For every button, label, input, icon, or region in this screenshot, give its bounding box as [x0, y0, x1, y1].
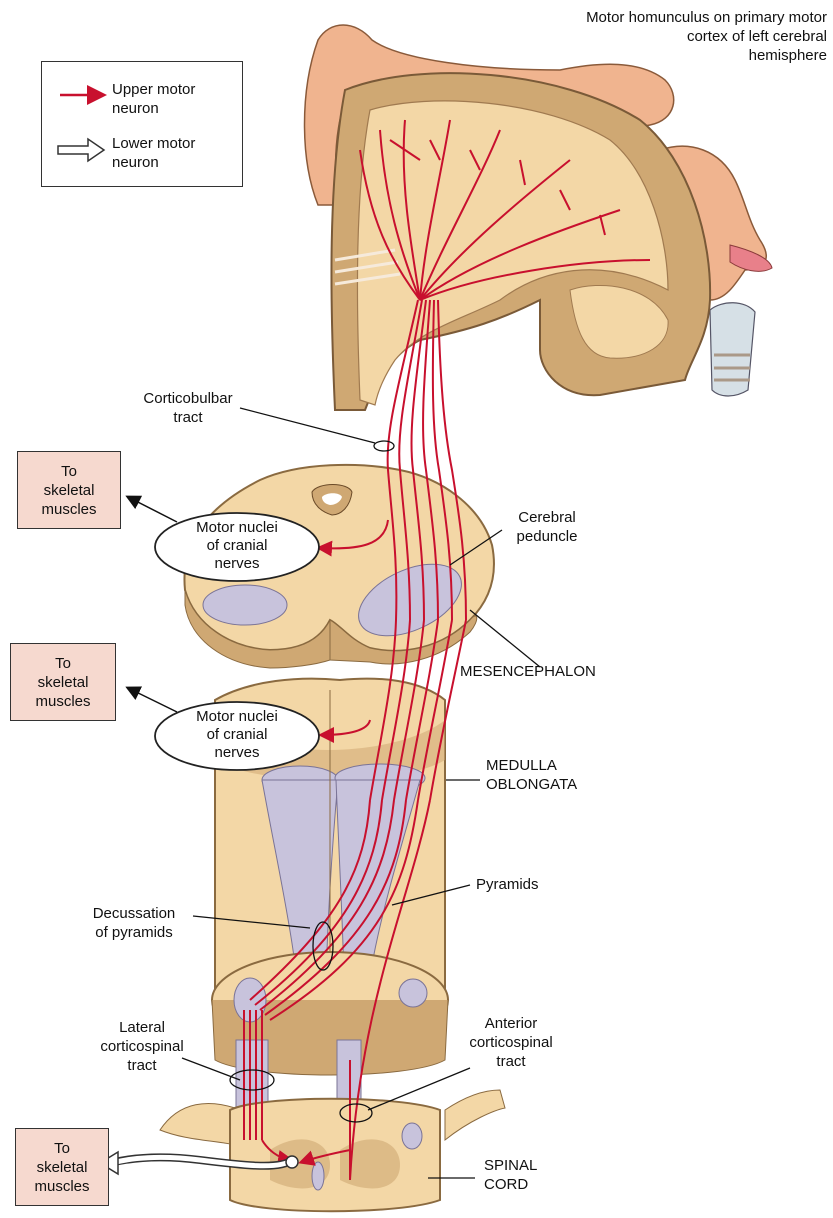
target-box-skeletal-muscles-1: To skeletal muscles [17, 451, 121, 529]
label-homunculus: Motor homunculus on primary motor cortex… [487, 8, 827, 65]
label-lateral-corticospinal-tract: Lateral corticospinal tract [82, 1018, 202, 1075]
target-box-skeletal-muscles-3: To skeletal muscles [15, 1128, 109, 1206]
label-spinal-cord: SPINAL CORD [484, 1156, 537, 1194]
label-corticobulbar-tract: Corticobulbar tract [128, 389, 248, 427]
legend-upper-label: Upper motor neuron [112, 80, 195, 118]
label-mesencephalon: MESENCEPHALON [460, 662, 596, 681]
label-medulla-oblongata: MEDULLA OBLONGATA [486, 756, 577, 794]
legend: Upper motor neuron Lower motor neuron [41, 61, 243, 187]
label-pyramids: Pyramids [476, 875, 539, 894]
label-cerebral-peduncle: Cerebral peduncle [492, 508, 602, 546]
motor-nuclei-label-2: Motor nuclei of cranial nerves [157, 708, 317, 762]
lower-motor-neuron-swatch [58, 139, 104, 161]
legend-swatches [50, 62, 110, 186]
target-box-skeletal-muscles-2: To skeletal muscles [10, 643, 116, 721]
label-decussation: Decussation of pyramids [72, 904, 196, 942]
spinal-cord-section [160, 1090, 505, 1211]
motor-nuclei-label-1: Motor nuclei of cranial nerves [157, 519, 317, 573]
legend-lower-label: Lower motor neuron [112, 134, 195, 172]
label-anterior-corticospinal-tract: Anterior corticospinal tract [446, 1014, 576, 1071]
